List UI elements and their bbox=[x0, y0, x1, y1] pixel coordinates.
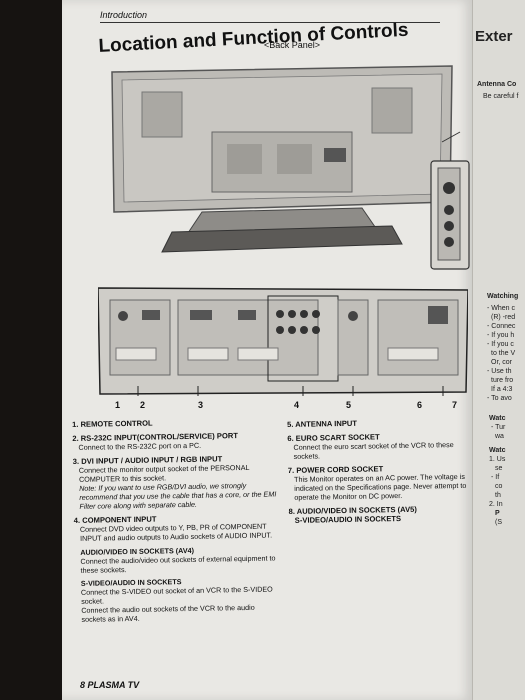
next-heading-1: Antenna Co bbox=[477, 81, 517, 88]
list-item: 5. ANTENNA INPUT bbox=[287, 417, 472, 429]
list-item: 2. RS-232C INPUT(CONTROL/SERVICE) PORT C… bbox=[72, 430, 277, 452]
next-line: (R) -red bbox=[491, 314, 516, 321]
page-footer: 8 PLASMA TV bbox=[80, 680, 140, 690]
next-page: Exter Antenna Co Be careful f Watching -… bbox=[472, 0, 525, 700]
page-title: Location and Function of Controls bbox=[98, 19, 409, 57]
next-line: P bbox=[495, 510, 500, 517]
list-item: 1. REMOTE CONTROL bbox=[72, 416, 277, 429]
next-line: - If you c bbox=[487, 341, 514, 348]
next-page-title: Exter bbox=[475, 28, 513, 45]
list-item: 7. POWER CORD SOCKET This Monitor operat… bbox=[288, 463, 474, 502]
list-item: 3. DVI INPUT / AUDIO INPUT / RGB INPUT C… bbox=[73, 453, 279, 511]
next-line: - If you h bbox=[487, 332, 515, 339]
callout-5: 5 bbox=[346, 400, 352, 410]
callout-7: 7 bbox=[452, 400, 458, 410]
next-line: - Tur bbox=[491, 424, 506, 431]
page-subtitle: <Back Panel> bbox=[264, 40, 321, 50]
list-item: 6. EURO SCART SOCKET Connect the euro sc… bbox=[287, 431, 472, 461]
manual-page: Introduction Location and Function of Co… bbox=[62, 0, 472, 700]
next-heading-2: Watching bbox=[487, 293, 519, 300]
next-line: (S bbox=[495, 519, 502, 526]
item-title: 1. REMOTE CONTROL bbox=[72, 418, 153, 429]
callout-numbers: 1 2 3 4 5 6 7 bbox=[98, 400, 468, 416]
next-heading-3: Watc bbox=[489, 415, 506, 422]
back-panel-closeup bbox=[98, 287, 468, 396]
next-line: se bbox=[495, 465, 503, 472]
next-line: - When c bbox=[487, 305, 516, 312]
tv-back-illustration bbox=[111, 65, 461, 253]
side-socket-inset bbox=[430, 160, 470, 270]
next-line: - Use th bbox=[487, 368, 512, 375]
section-tag: Introduction bbox=[100, 10, 148, 20]
next-line-1: Be careful f bbox=[483, 93, 519, 100]
callout-1: 1 bbox=[115, 400, 121, 410]
next-line: - To avo bbox=[487, 395, 512, 402]
list-item: 8. AUDIO/VIDEO IN SOCKETS (AV5) S-VIDEO/… bbox=[289, 504, 474, 525]
next-line: th bbox=[495, 492, 501, 499]
item-desc: Connect DVD video outputs to Y, PB, PR o… bbox=[79, 521, 273, 543]
next-line: 2. In bbox=[489, 501, 503, 508]
next-line: - If bbox=[491, 474, 500, 481]
av4-desc: Connect the audio/video out sockets of e… bbox=[80, 553, 276, 575]
next-line: ture fro bbox=[491, 377, 514, 384]
next-line: 1. Us bbox=[489, 456, 506, 463]
next-line: Or, cor bbox=[491, 359, 513, 366]
next-heading-4: Watc bbox=[489, 447, 506, 454]
item-desc: This Monitor operates on an AC power. Th… bbox=[293, 471, 467, 502]
items-left-column: 1. REMOTE CONTROL 2. RS-232C INPUT(CONTR… bbox=[72, 416, 281, 624]
callout-6: 6 bbox=[417, 400, 423, 410]
next-line: If a 4:3 bbox=[491, 386, 513, 393]
callout-3: 3 bbox=[198, 400, 204, 410]
item-title: 5. ANTENNA INPUT bbox=[287, 418, 358, 429]
next-line: to the V bbox=[491, 350, 516, 357]
callout-4: 4 bbox=[294, 400, 300, 410]
next-line: - Connec bbox=[487, 323, 516, 330]
callout-2: 2 bbox=[140, 400, 146, 410]
section-rule bbox=[100, 22, 440, 23]
next-line: wa bbox=[495, 433, 504, 440]
list-item: 4. COMPONENT INPUT Connect DVD video out… bbox=[74, 512, 279, 543]
av5-extra: S-VIDEO/AUDIO IN SOCKETS bbox=[294, 514, 402, 525]
items-right-column: 5. ANTENNA INPUT 6. EURO SCART SOCKET Co… bbox=[287, 417, 474, 530]
item-note: Note: If you want to use RGB/DVI audio, … bbox=[79, 480, 277, 511]
svideo-desc-2: Connect the audio out sockets of the VCR… bbox=[81, 602, 255, 624]
next-line: co bbox=[495, 483, 503, 490]
item-desc: Connect the euro scart socket of the VCR… bbox=[293, 440, 454, 461]
